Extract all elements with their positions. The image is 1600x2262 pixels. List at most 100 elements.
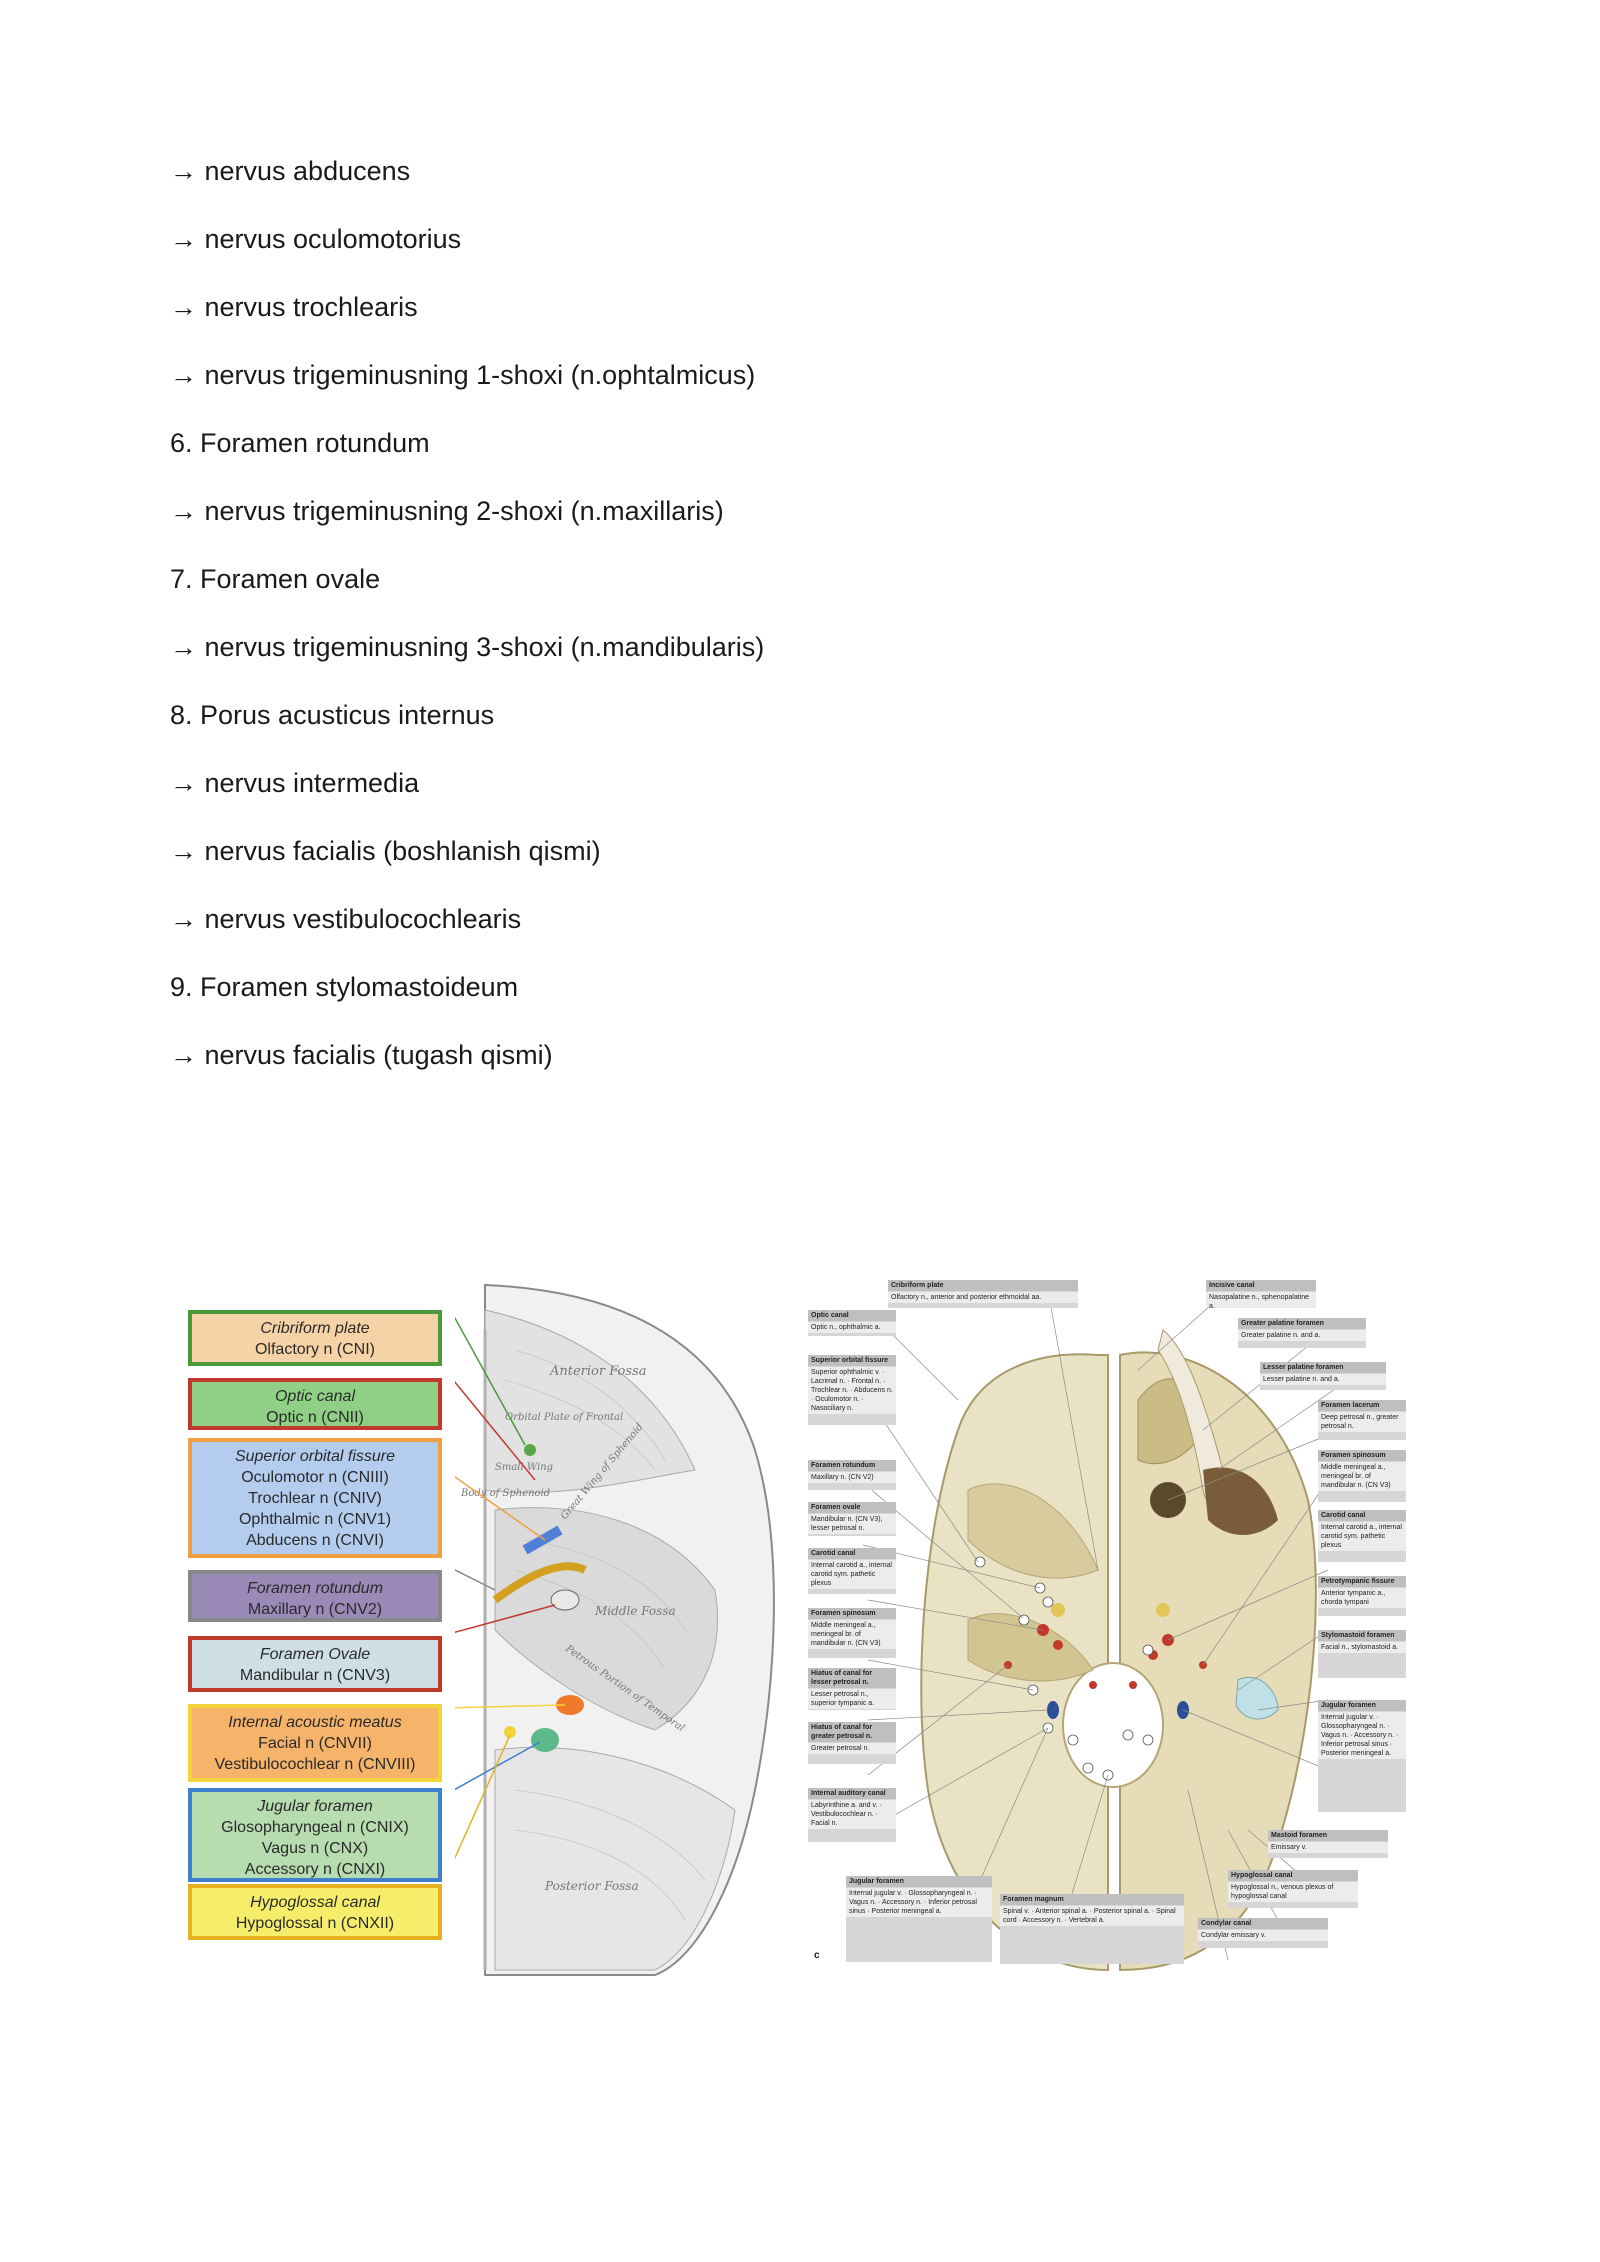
skull-label-body: Superior ophthalmic v. · Lacrimal n. · F… — [808, 1367, 896, 1414]
skull-label-body: Olfactory n., anterior and posterior eth… — [888, 1292, 1078, 1303]
legend-title: Internal acoustic meatus — [228, 1714, 402, 1731]
skull-label-heading: Stylomastoid foramen — [1318, 1630, 1406, 1641]
skull-label-body: Internal carotid a., internal carotid sy… — [1318, 1522, 1406, 1551]
legend-item: Vestibulocochlear n (CNVIII) — [214, 1756, 416, 1773]
legend-item: Maxillary n (CNV2) — [247, 1601, 383, 1618]
text-block: → nervus abducens → nervus oculomotorius… — [170, 146, 1370, 1098]
skull-label-heading: Jugular foramen — [846, 1876, 992, 1887]
legend-item: Mandibular n (CNV3) — [239, 1667, 391, 1684]
skull-label-heading: Superior orbital fissure — [808, 1355, 896, 1366]
skull-label-body: Lesser palatine n. and a. — [1260, 1374, 1386, 1385]
skull-label-body: Internal jugular v. · Glossopharyngeal n… — [1318, 1712, 1406, 1759]
skull-label-heading: Jugular foramen — [1318, 1700, 1406, 1711]
skull-label: Hiatus of canal for lesser petrosal n.Le… — [808, 1668, 896, 1710]
text-line: → nervus trigeminusning 1-shoxi (n.ophta… — [170, 360, 756, 390]
skull-label-heading: Condylar canal — [1198, 1918, 1328, 1929]
skull-label-heading: Hiatus of canal for lesser petrosal n. — [808, 1668, 896, 1688]
legend-item: Trochlear n (CNIV) — [248, 1490, 382, 1507]
label-orbital-plate: Orbital Plate of Frontal — [505, 1412, 623, 1423]
skull-label-body: Facial n., stylomastoid a. — [1318, 1642, 1406, 1653]
skull-label-body: Spinal v. · Anterior spinal a. · Posteri… — [1000, 1906, 1184, 1926]
skull-label-heading: Foramen lacerum — [1318, 1400, 1406, 1411]
text-line: 9. Foramen stylomastoideum — [170, 972, 519, 1002]
legend-title: Foramen Ovale — [259, 1646, 371, 1663]
text-line: → nervus facialis (tugash qismi) — [170, 1040, 553, 1070]
text-line: → nervus intermedia — [170, 768, 420, 798]
legend-item: Facial n (CNVII) — [258, 1735, 372, 1752]
skull-label-body: Mandibular n. (CN V3), lesser petrosal n… — [808, 1514, 896, 1534]
text-line: → nervus oculomotorius — [170, 224, 462, 254]
text-line: → nervus trigeminusning 2-shoxi (n.maxil… — [170, 496, 724, 526]
cranial-fossa-engraving: Anterior Fossa Orbital Plate of Frontal … — [455, 1283, 775, 1976]
skull-label-body: Lesser petrosal n., superior tympanic a. — [808, 1689, 896, 1709]
legend-item: Optic n (CNII) — [266, 1409, 364, 1426]
legend-item: Hypoglossal n (CNXII) — [235, 1915, 395, 1932]
skull-label-body: Hypoglossal n., venous plexus of hypoglo… — [1228, 1882, 1358, 1902]
skull-label-heading: Hiatus of canal for greater petrosal n. — [808, 1722, 896, 1742]
label-body-sphenoid: Body of Sphenoid — [460, 1488, 550, 1499]
skull-label-body: Deep petrosal n., greater petrosal n. — [1318, 1412, 1406, 1432]
skull-label-body: Emissary v. — [1268, 1842, 1388, 1853]
skull-label-body: Nasopalatine n., sphenopalatine a. — [1206, 1292, 1316, 1308]
legend-item: Oculomotor n (CNIII) — [241, 1469, 389, 1486]
skull-label-body: Anterior tympanic a., chorda tympani — [1318, 1588, 1406, 1608]
panel-letter: c — [814, 1950, 820, 1961]
skull-label-heading: Carotid canal — [1318, 1510, 1406, 1521]
text-line: → nervus trigeminusning 3-shoxi (n.mandi… — [170, 632, 765, 662]
skull-label-heading: Foramen rotundum — [808, 1460, 896, 1471]
legend-title: Jugular foramen — [257, 1798, 373, 1815]
label-anterior-fossa: Anterior Fossa — [549, 1364, 646, 1379]
skull-label-heading: Greater palatine foramen — [1238, 1318, 1366, 1329]
skull-label-heading: Hypoglossal canal — [1228, 1870, 1358, 1881]
text-line: → nervus facialis (boshlanish qismi) — [170, 836, 601, 866]
skull-label-body: Middle meningeal a., meningeal br. of ma… — [808, 1620, 896, 1649]
legend-title: Optic canal — [274, 1388, 356, 1405]
skull-label-heading: Carotid canal — [808, 1548, 896, 1559]
text-line: → nervus vestibulocochlearis — [170, 904, 522, 934]
skull-label-body: Optic n., ophthalmic a. — [808, 1322, 896, 1333]
skull-label-body: Condylar emissary v. — [1198, 1930, 1328, 1941]
legend-item: Glosopharyngeal n (CNIX) — [221, 1819, 409, 1836]
legend-item: Accessory n (CNXI) — [244, 1861, 386, 1878]
skull-label-heading: Petrotympanic fissure — [1318, 1576, 1406, 1587]
skull-label: Hiatus of canal for greater petrosal n.G… — [808, 1722, 896, 1764]
text-line: → nervus abducens — [170, 156, 411, 186]
skull-label-heading: Lesser palatine foramen — [1260, 1362, 1386, 1373]
legend-item: Ophthalmic n (CNV1) — [238, 1511, 392, 1528]
skull-label-heading: Cribriform plate — [888, 1280, 1078, 1291]
legend-title: Cribriform plate — [260, 1320, 370, 1337]
skull-label-body: Labyrinthine a. and v. · Vestibulocochle… — [808, 1800, 896, 1829]
legend-title: Foramen rotundum — [246, 1580, 384, 1597]
skull-label-heading: Internal auditory canal — [808, 1788, 896, 1799]
legend-item: Abducens n (CNVI) — [246, 1532, 384, 1549]
skull-label-heading: Foramen magnum — [1000, 1894, 1184, 1905]
text-line: 7. Foramen ovale — [170, 564, 381, 594]
skull-label-body: Internal jugular v. · Glossopharyngeal n… — [846, 1888, 992, 1917]
legend-item: Olfactory n (CNI) — [254, 1341, 375, 1358]
skull-label-body: Internal carotid a., internal carotid sy… — [808, 1560, 896, 1589]
